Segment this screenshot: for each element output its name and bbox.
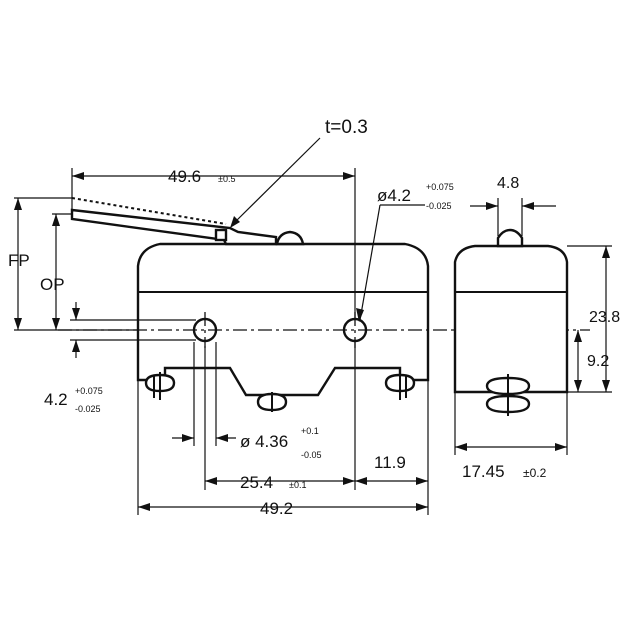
label-left-offset: 4.2 [44, 390, 68, 409]
label-hole-dia-tol-plus: +0.075 [426, 182, 454, 192]
label-left-offset-tol-minus: -0.025 [75, 404, 101, 414]
terminal-middle [256, 392, 288, 412]
label-hole-spacing-tol: ±0.1 [289, 480, 306, 490]
label-pin-dia-tol-plus: +0.1 [301, 426, 319, 436]
lever-pivot [214, 228, 228, 242]
label-fp: FP [8, 251, 30, 270]
label-hole-dia-tol-minus: -0.025 [426, 201, 452, 211]
label-hole-height: 9.2 [587, 353, 609, 370]
label-op: OP [40, 275, 65, 294]
label-hole-spacing: 25.4 [240, 473, 273, 492]
label-pin-dia-tol-minus: -0.05 [301, 450, 322, 460]
label-total-length: 49.2 [260, 499, 293, 518]
label-pin-dia: ø 4.36 [240, 432, 288, 451]
label-left-offset-tol-plus: +0.075 [75, 386, 103, 396]
label-lever-length-tol: ±0.5 [218, 174, 235, 184]
plunger-button [275, 230, 305, 246]
label-thickness: t=0.3 [325, 117, 368, 138]
label-plunger-width: 4.8 [497, 175, 519, 192]
label-lever-length: 49.6 [168, 167, 201, 186]
label-hole-dia: ø4.2 [377, 186, 411, 205]
label-depth-tol: ±0.2 [523, 466, 547, 480]
plunger-side [496, 228, 524, 248]
lever-free-position [71, 197, 227, 225]
label-depth: 17.45 [462, 462, 505, 481]
terminal-side [485, 374, 531, 416]
label-right-offset: 11.9 [374, 453, 406, 472]
terminal-right [384, 372, 416, 400]
label-height: 23.8 [589, 309, 620, 326]
switch-body-side [453, 244, 569, 394]
terminal-left [144, 372, 176, 400]
